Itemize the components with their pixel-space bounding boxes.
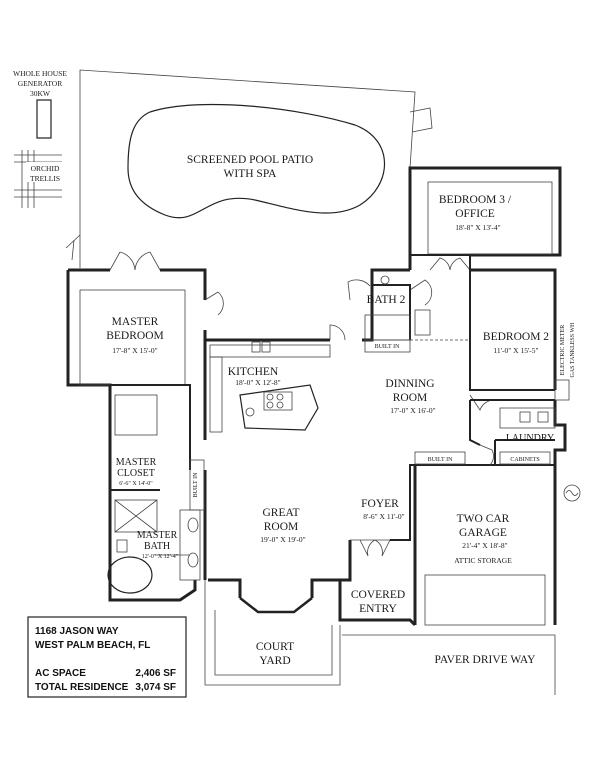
trellis-label-1: ORCHID <box>31 164 60 173</box>
courtyard-wall <box>204 580 341 686</box>
pool-outline <box>127 103 386 219</box>
pool-label-1: SCREENED POOL PATIO <box>187 154 313 166</box>
foyer-dim: 8'-6" X 11'-0" <box>363 512 404 521</box>
garage-features <box>204 574 556 695</box>
orchid-trellis: ORCHID TRELLIS <box>14 150 62 208</box>
master-bath-label-2: BATH <box>144 541 170 552</box>
generator-label-3: 30KW <box>30 89 51 98</box>
bay-window <box>239 597 313 614</box>
laundry-label: LAUNDRY <box>506 433 554 444</box>
great-room-label-1: GREAT <box>262 507 299 519</box>
great-room-dim: 19'-0" X 19'-0" <box>260 535 306 544</box>
pool-label-2: WITH SPA <box>224 168 278 180</box>
built-in-bath-label: BUILT IN <box>375 344 401 350</box>
trellis-label-2: TRELLIS <box>30 174 60 183</box>
master-bedroom-dim: 17'-8" X 15'-0" <box>112 346 158 355</box>
master-closet-label-2: CLOSET <box>117 468 155 479</box>
dining-label-2: ROOM <box>393 392 428 404</box>
driveway-edge <box>342 634 556 695</box>
info-box: 1168 JASON WAY WEST PALM BEACH, FL AC SP… <box>27 616 187 698</box>
total-residence-value: 3,074 SF <box>135 682 176 693</box>
screen-enclosure <box>79 69 416 268</box>
dining-label-1: DINNING <box>385 378 434 390</box>
master-bedroom-label-2: BEDROOM <box>106 330 164 342</box>
bedroom2-label: BEDROOM 2 <box>483 331 549 343</box>
room-labels: BEDROOM 3 / OFFICE 18'-8" X 13'-4" BATH … <box>106 194 554 667</box>
built-in-hall <box>414 451 466 465</box>
address-line-2: WEST PALM BEACH, FL <box>35 640 150 651</box>
ac-unit <box>563 484 581 502</box>
generator-area: WHOLE HOUSE GENERATOR 30KW <box>13 69 67 139</box>
kitchen-dim: 18'-0" X 12'-8" <box>235 378 281 387</box>
master-closet-label-1: MASTER <box>116 457 157 468</box>
ac-space-label: AC SPACE <box>35 668 86 679</box>
cabinets-label: CABINETS <box>510 457 539 463</box>
great-room-label-2: ROOM <box>264 521 299 533</box>
total-residence-label: TOTAL RESIDENCE <box>35 682 129 693</box>
generator-unit <box>36 99 52 139</box>
bedroom3-dim: 18'-8" X 13'-4" <box>455 223 501 232</box>
garage-label-1: TWO CAR <box>457 513 510 525</box>
master-bedroom-label-1: MASTER <box>112 316 159 328</box>
garage-door <box>424 574 546 626</box>
covered-entry-label-2: ENTRY <box>359 603 397 615</box>
garage-note: ATTIC STORAGE <box>454 556 512 565</box>
gas-wh-label: GAS TANKLESS WH <box>570 322 576 378</box>
interior-walls: BUILT IN CABINETS BUILT IN <box>79 181 581 594</box>
garage-dim: 21'-4" X 18'-8" <box>462 541 508 550</box>
covered-entry-label-1: COVERED <box>351 589 405 601</box>
bedroom3-label-2: OFFICE <box>455 208 495 220</box>
foyer-label: FOYER <box>361 498 399 510</box>
cabinets <box>499 451 551 465</box>
bath2-label: BATH 2 <box>367 294 406 306</box>
generator-label-2: GENERATOR <box>18 79 62 88</box>
pool-patio: SCREENED POOL PATIO WITH SPA <box>65 69 433 268</box>
court-yard-label-2: YARD <box>259 655 290 667</box>
ac-space-value: 2,406 SF <box>135 668 176 679</box>
meter-label: ELECTRIC METER <box>560 325 566 376</box>
court-yard-label-1: COURT <box>256 641 294 653</box>
garage-label-2: GARAGE <box>459 527 507 539</box>
doors <box>109 251 496 557</box>
driveway-label: PAVER DRIVE WAY <box>435 654 537 666</box>
built-in-bath <box>364 339 411 353</box>
master-closet-dim: 6'-6" X 14'-0" <box>119 481 153 487</box>
built-in-hall-label: BUILT IN <box>428 457 454 463</box>
exterior-walls <box>66 166 567 627</box>
generator-label-1: WHOLE HOUSE <box>13 69 67 78</box>
info-box-frame <box>27 616 187 698</box>
master-bath-label-1: MASTER <box>137 530 178 541</box>
built-in-closet-label: BUILT IN <box>193 472 199 498</box>
bathtub <box>107 556 153 594</box>
master-bath-dim: 12'-0" X 12'-4" <box>142 554 179 560</box>
bedroom2-dim: 11'-0" X 15'-5" <box>493 346 538 355</box>
bedroom3-label-1: BEDROOM 3 / <box>439 194 512 206</box>
kitchen-label: KITCHEN <box>228 366 279 378</box>
dining-dim: 17'-0" X 16'-0" <box>390 406 436 415</box>
address-line-1: 1168 JASON WAY <box>35 626 119 637</box>
kitchen-island <box>239 384 319 431</box>
